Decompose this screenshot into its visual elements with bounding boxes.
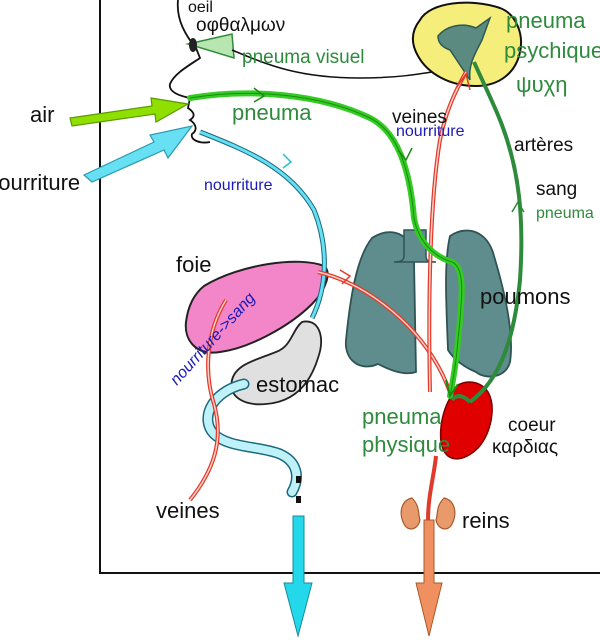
label-pneuma-visuel: pneuma visuel — [242, 47, 365, 68]
label-pneuma-sang: pneuma — [536, 205, 594, 222]
label-pneuma-physique-1: pneuma — [362, 404, 442, 429]
label-arteres: artères — [514, 135, 574, 156]
label-air: air — [30, 102, 55, 127]
vein-up-brain-inner — [428, 71, 467, 393]
label-reins: reins — [462, 508, 510, 533]
kidney-right-icon — [435, 497, 456, 530]
label-nourriture-left: nourriture — [0, 170, 81, 195]
heart-icon — [439, 381, 493, 460]
vein-arrowhead-2 — [455, 72, 471, 91]
stomach-icon — [230, 320, 323, 406]
label-sang: sang — [536, 179, 578, 200]
liver-icon — [184, 260, 329, 354]
artery-heart-brain — [468, 61, 524, 404]
label-estomac: estomac — [256, 372, 340, 397]
food-path-arrowhead — [282, 153, 293, 169]
trachea — [393, 229, 437, 263]
food-path-inner — [199, 130, 326, 319]
pupil-icon — [189, 38, 197, 52]
pneuma-arrowhead-2 — [397, 147, 413, 162]
ellipsis-dot-1 — [296, 476, 301, 483]
vein-down-kidneys — [426, 455, 438, 521]
label-nourriture-veines: nourriture — [396, 123, 465, 140]
pneuma-arrowhead-3 — [445, 379, 459, 399]
label-pneuma-psychique-1: pneuma — [506, 8, 586, 33]
label-poumons: poumons — [480, 284, 571, 309]
vein-arrowhead-1 — [339, 269, 352, 285]
label-veines-top: veines — [392, 107, 447, 128]
label-kardias: καρδιας — [492, 437, 558, 458]
eye-icon — [185, 33, 235, 60]
label-nourriture-mouth: nourriture — [204, 177, 273, 194]
kidney-left-icon — [400, 497, 421, 530]
urine-out-arrow — [415, 519, 443, 637]
label-veines-bottom: veines — [156, 498, 220, 523]
pneuma-path-dark — [189, 92, 463, 397]
food-out-arrow — [283, 515, 313, 638]
pneuma-arrowhead-1 — [253, 87, 266, 103]
food-arrow — [82, 125, 194, 183]
label-foie: foie — [176, 252, 212, 277]
vein-intestine-liver-inner — [189, 299, 227, 501]
ellipsis-dot-2 — [296, 496, 301, 503]
label-coeur: coeur — [508, 415, 556, 436]
label-psyche: ψυχη — [516, 72, 568, 97]
label-pneuma-psychique-2: psychique — [504, 38, 600, 63]
label-ophthalmon: οφθαλμων — [196, 15, 286, 36]
artery-arrowhead — [511, 200, 525, 213]
air-arrow — [69, 97, 190, 127]
brain-ventricle — [437, 15, 492, 81]
right-lung — [445, 229, 512, 378]
optic-nerve — [231, 49, 457, 79]
artery-heart-loop — [450, 394, 472, 404]
label-pneuma-main: pneuma — [232, 100, 312, 125]
label-pneuma-physique-2: physique — [362, 432, 451, 457]
label-oeil: oeil — [188, 0, 213, 16]
